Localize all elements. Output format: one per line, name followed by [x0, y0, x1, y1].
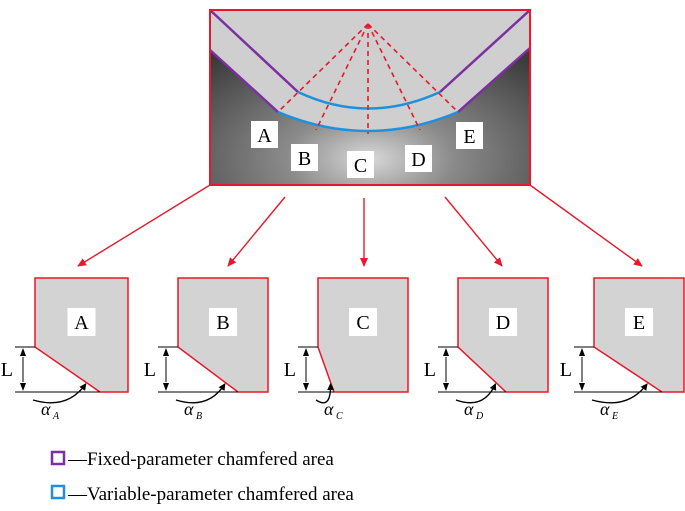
fixed-swatch — [50, 450, 66, 466]
top-label-e: E — [456, 122, 483, 149]
dim-arrow-down — [303, 383, 309, 391]
dim-arrow-up — [303, 348, 309, 356]
radial-dashed-lines — [277, 23, 459, 134]
svg-text:C: C — [354, 155, 367, 177]
variable-swatch — [50, 484, 66, 500]
legend-item-fixed: —Fixed-parameter chamfered area — [50, 449, 334, 470]
dim-arrow-down — [163, 383, 169, 391]
detail-label: E — [633, 312, 645, 334]
dim-label: L — [144, 359, 156, 381]
detail-label-box — [67, 308, 96, 336]
top-view-border — [209, 9, 531, 186]
dim-arrow-up — [163, 348, 169, 356]
dim-label: L — [560, 359, 572, 381]
angle-arc — [591, 383, 648, 404]
svg-text:B: B — [298, 148, 311, 170]
legend: —Fixed-parameter chamfered area —Variabl… — [50, 449, 354, 505]
top-label-c: C — [347, 151, 374, 178]
dim-label: L — [424, 359, 436, 381]
svg-text:E: E — [463, 126, 475, 148]
detail-label-box — [349, 308, 377, 336]
detail-label: C — [356, 312, 369, 334]
top-label-d: D — [405, 145, 432, 172]
arrow-to-a — [77, 184, 211, 267]
angle-arc — [315, 383, 335, 404]
angle-subscript: E — [611, 411, 618, 422]
fixed-chamfer-right-inner — [439, 9, 531, 93]
legend-variable-text: —Variable-parameter chamfered area — [67, 484, 354, 505]
connector-arrows — [77, 184, 643, 267]
angle-arc — [32, 383, 87, 404]
detail-label-box — [489, 308, 517, 336]
legend-item-variable: —Variable-parameter chamfered area — [50, 484, 354, 505]
dim-arrow-down — [443, 383, 449, 391]
arrow-to-e — [529, 184, 643, 267]
angle-label: α — [464, 399, 474, 419]
top-label-a: A — [251, 121, 278, 148]
angle-subscript: B — [196, 411, 202, 422]
top-label-b: B — [291, 144, 318, 171]
detail-label: A — [74, 312, 89, 334]
angle-label: α — [184, 399, 194, 419]
angle-subscript: A — [52, 411, 60, 422]
dim-arrow-up — [579, 348, 585, 356]
angle-subscript: C — [336, 411, 343, 422]
arrow-to-b — [227, 196, 286, 267]
angle-label: α — [600, 399, 610, 419]
detail-label-box — [209, 308, 237, 336]
angle-arc — [455, 383, 497, 404]
detail-label: D — [496, 312, 510, 334]
variable-chamfer-outer-arc — [277, 110, 459, 133]
dim-label: L — [284, 359, 296, 381]
detail-label: B — [216, 312, 229, 334]
dim-arrow-up — [443, 348, 449, 356]
fixed-chamfer-left-inner — [209, 9, 299, 93]
dim-arrow-down — [579, 383, 585, 391]
svg-text:D: D — [411, 149, 425, 171]
angle-subscript: D — [475, 411, 484, 422]
top-view: A B C D E — [209, 9, 531, 186]
dim-label: L — [1, 359, 13, 381]
angle-label: α — [324, 399, 334, 419]
arrow-to-d — [444, 196, 503, 267]
detail-label-box — [625, 308, 653, 336]
angle-arc — [175, 383, 226, 404]
fixed-chamfer-left-outer — [209, 49, 279, 113]
svg-text:A: A — [257, 125, 272, 147]
dim-arrow-up — [20, 348, 26, 356]
legend-fixed-text: —Fixed-parameter chamfered area — [67, 449, 334, 470]
angle-label: α — [41, 399, 51, 419]
dim-arrow-down — [20, 383, 26, 391]
fixed-chamfer-right-outer — [457, 47, 531, 113]
